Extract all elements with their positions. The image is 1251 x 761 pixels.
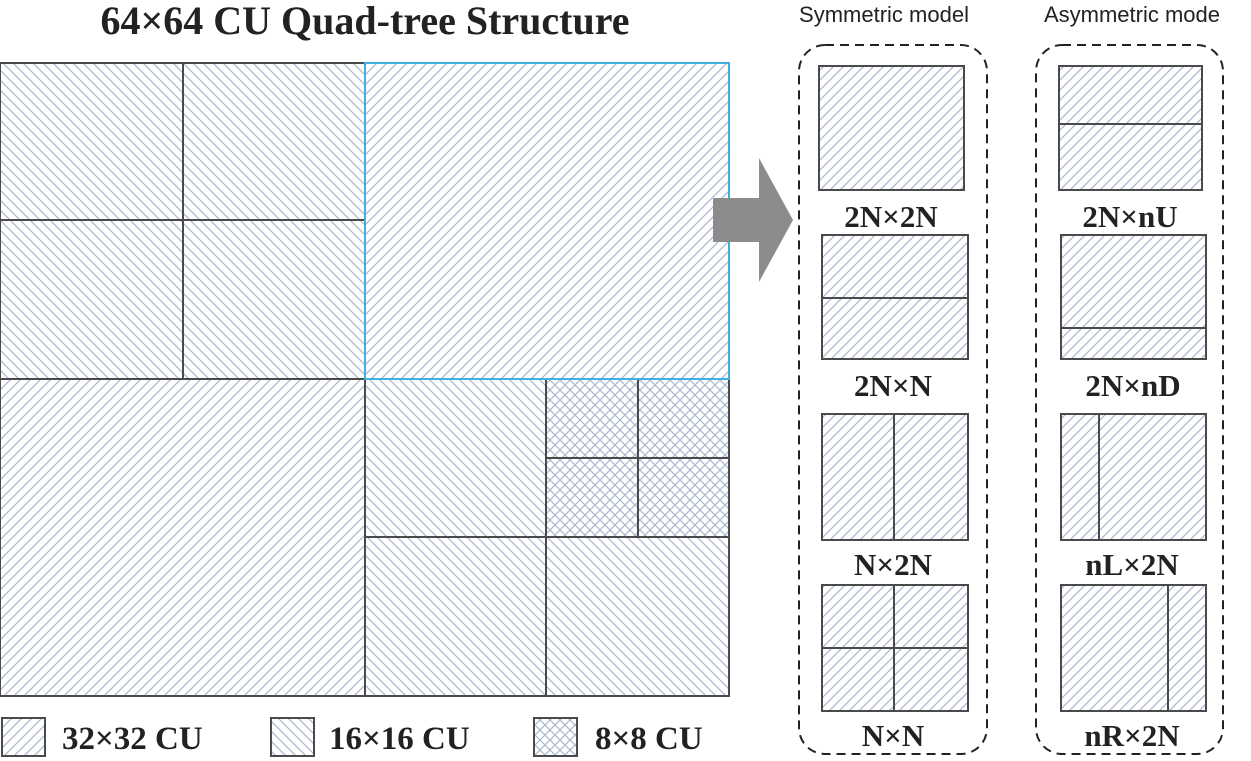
legend-swatch-16x16 <box>270 717 315 757</box>
cu-16x16 <box>364 536 547 697</box>
symmetric-group <box>798 44 988 755</box>
cu-16x16 <box>0 62 184 221</box>
mode-label: nL×2N <box>1085 547 1178 582</box>
cu-16x16 <box>545 536 730 697</box>
asymmetric-header: Asymmetric mode <box>1044 2 1220 27</box>
mode-label: N×N <box>862 718 924 753</box>
cu-8x8 <box>545 457 639 538</box>
legend-swatch-32x32 <box>1 717 46 757</box>
mode-label: N×2N <box>854 547 932 582</box>
cu-16x16 <box>182 219 366 380</box>
cu-8x8 <box>637 457 730 538</box>
mode-label: 2N×nD <box>1085 368 1180 403</box>
mode-label: 2N×nU <box>1082 199 1177 234</box>
asymmetric-group <box>1035 44 1224 755</box>
cu-16x16 <box>182 62 366 221</box>
symmetric-header: Symmetric model <box>799 2 969 27</box>
mode-nLx2N <box>1060 413 1207 541</box>
diagram-title: 64×64 CU Quad-tree Structure <box>100 0 629 43</box>
mode-2NxnU <box>1058 65 1203 191</box>
legend: 32×32 CU 16×16 CU 8×8 CU <box>1 717 703 757</box>
legend-label: 8×8 CU <box>595 721 703 757</box>
mode-label: 2N×2N <box>844 199 937 234</box>
legend-label: 16×16 CU <box>329 721 470 757</box>
cu-8x8 <box>637 378 730 459</box>
cu-16x16 <box>364 378 547 538</box>
mode-2Nx2N <box>818 65 965 191</box>
mode-nRx2N <box>1060 584 1207 712</box>
mode-Nx2N <box>821 413 969 541</box>
cu-8x8 <box>545 378 639 459</box>
arrow-right-icon <box>713 158 793 282</box>
legend-swatch-8x8 <box>533 717 578 757</box>
quadtree-block <box>0 62 730 697</box>
cu-16x16 <box>0 219 184 380</box>
mode-NxN <box>821 584 969 712</box>
mode-2NxnD <box>1060 234 1207 360</box>
cu-32x32 <box>0 378 366 697</box>
mode-label: nR×2N <box>1084 718 1179 753</box>
mode-label: 2N×N <box>854 368 932 403</box>
mode-2NxN <box>821 234 969 360</box>
cu-32x32-highlighted <box>364 62 730 380</box>
legend-label: 32×32 CU <box>62 721 203 757</box>
